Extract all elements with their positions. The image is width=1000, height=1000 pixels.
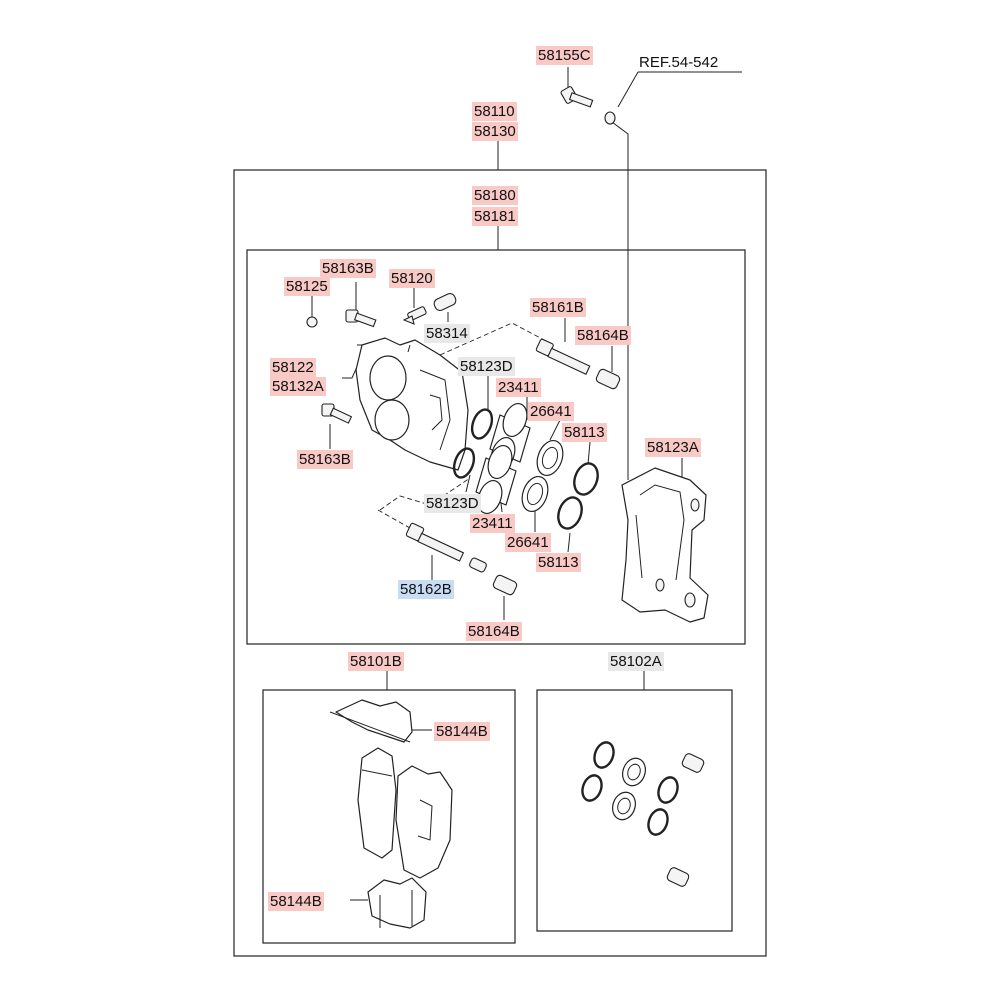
boot-58162b[interactable] — [469, 557, 488, 573]
label-58144b-bottom[interactable]: 58144B — [268, 892, 324, 911]
caliper-assembly-frame — [246, 249, 746, 645]
label-58102a[interactable]: 58102A — [608, 652, 664, 671]
label-58113-top[interactable]: 58113 — [562, 423, 607, 442]
label-58314[interactable]: 58314 — [424, 324, 470, 343]
ring-58113-bottom[interactable] — [554, 494, 586, 532]
label-58110[interactable]: 58110 — [472, 102, 517, 121]
guide-pin-58162b[interactable] — [405, 522, 465, 562]
label-26641-top[interactable]: 26641 — [528, 402, 574, 421]
ring-58113-top[interactable] — [570, 460, 602, 498]
label-58120[interactable]: 58120 — [389, 269, 435, 288]
label-58181[interactable]: 58181 — [472, 207, 518, 226]
bleeder-cap-58125[interactable] — [306, 316, 318, 328]
label-58123a[interactable]: 58123A — [645, 438, 701, 457]
label-58123d-bottom[interactable]: 58123D — [424, 494, 481, 513]
caliper-bracket-58123a[interactable] — [621, 467, 709, 623]
label-58164b-top[interactable]: 58164B — [575, 326, 631, 345]
guide-pin-58161b[interactable] — [535, 338, 591, 376]
label-58180[interactable]: 58180 — [472, 186, 518, 205]
label-58144b-top[interactable]: 58144B — [434, 722, 490, 741]
bolt-58163b-top[interactable] — [345, 309, 377, 328]
boot-58164b-bottom[interactable] — [492, 574, 518, 596]
label-58162b[interactable]: 58162B — [398, 580, 454, 599]
piston-seal-58123d-bottom[interactable] — [450, 446, 477, 480]
label-23411-top[interactable]: 23411 — [496, 378, 541, 397]
shim-58144b-bottom[interactable] — [367, 877, 427, 929]
dust-boot-26641-bottom[interactable] — [518, 473, 553, 515]
label-23411-bottom[interactable]: 23411 — [470, 514, 515, 533]
bleeder-cap-58314[interactable] — [432, 292, 457, 312]
label-58122[interactable]: 58122 — [270, 358, 316, 377]
dust-boot-26641-top[interactable] — [533, 437, 568, 479]
seal-kit-contents[interactable] — [579, 740, 705, 888]
bolt-58163b-bottom[interactable] — [321, 403, 353, 424]
outer-assembly-frame — [233, 169, 767, 957]
brake-pad-outer[interactable] — [395, 765, 453, 879]
label-58123d-top[interactable]: 58123D — [458, 357, 515, 376]
leader-lines — [311, 67, 742, 901]
label-ref-54-542: REF.54-542 — [639, 54, 719, 71]
bolt-58155c[interactable] — [560, 86, 594, 108]
piston-23411-bottom[interactable] — [474, 442, 517, 516]
label-58161b[interactable]: 58161B — [530, 298, 586, 317]
label-58155c[interactable]: 58155C — [536, 46, 593, 65]
brake-pad-inner[interactable] — [357, 747, 397, 859]
seal-kit-frame — [536, 689, 733, 932]
label-58164b-bottom[interactable]: 58164B — [466, 622, 522, 641]
cap-plug-ref[interactable] — [604, 111, 616, 125]
label-26641-bottom[interactable]: 26641 — [505, 533, 551, 552]
label-58163b-bottom[interactable]: 58163B — [297, 450, 353, 469]
pad-kit-frame — [262, 689, 516, 944]
label-58125[interactable]: 58125 — [284, 277, 330, 296]
boot-58164b-top[interactable] — [595, 368, 621, 390]
bleeder-screw-58120[interactable] — [402, 306, 427, 325]
label-58163b-top[interactable]: 58163B — [320, 259, 376, 278]
shim-58144b-top[interactable] — [329, 699, 413, 743]
label-58130[interactable]: 58130 — [472, 122, 518, 141]
caliper-body-58122[interactable] — [355, 337, 469, 471]
label-58132a[interactable]: 58132A — [270, 377, 326, 396]
piston-seal-58123d-top[interactable] — [468, 407, 495, 441]
label-58101b[interactable]: 58101B — [348, 652, 404, 671]
label-58113-bottom[interactable]: 58113 — [536, 553, 581, 572]
